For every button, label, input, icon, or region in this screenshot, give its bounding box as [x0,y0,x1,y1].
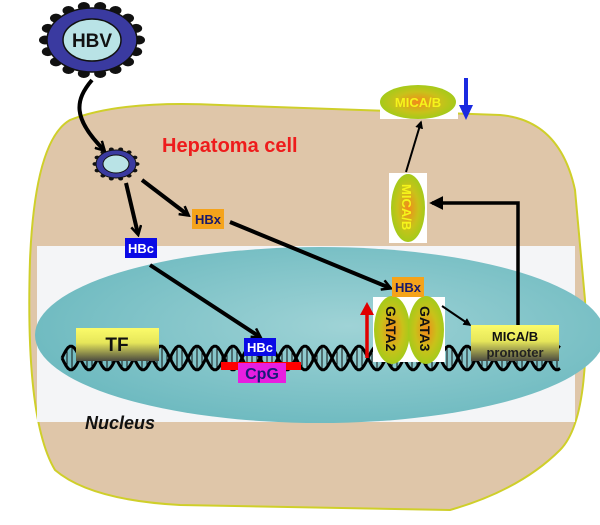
promoter-line1: MICA/B [492,329,538,344]
cpg-label: CpG [245,366,279,383]
hbv-virion [39,2,145,78]
mica-surface-oval [380,85,456,119]
cell-label: Hepatoma cell [162,135,298,157]
arrow-mica-to-surface [405,120,423,173]
upregulation-arrow-icon [360,302,374,358]
gata2-label: GATA2 [383,306,399,352]
arrow-hbc-to-cpg [148,263,260,337]
nucleus [35,247,600,423]
hbc-nuclear-box [244,338,276,356]
hbc-cytoplasm-box [125,238,157,258]
tf-box [76,328,159,361]
mica-promoter-box [471,325,559,361]
hbx-cytoplasm-label: HBx [195,212,222,227]
hbv-label: HBV [72,31,112,52]
hbc-cytoplasm-label: HBc [128,241,154,256]
arrow-gata-to-promoter [441,305,472,326]
gata2-oval [374,296,410,364]
tf-label: TF [105,335,128,356]
arrow-to-hbc [124,182,138,234]
arrow-to-hbx [140,178,188,215]
mica-surface-label: MICA/B [395,95,441,110]
hbx-cytoplasm-box [192,209,224,229]
gata3-oval [408,296,444,364]
hbc-nuclear-label: HBc [247,340,273,355]
arrow-promoter-to-mica [429,196,520,325]
entry-arrow [77,78,104,150]
hbx-nuclear-box [392,277,424,297]
hbx-nuclear-label: HBx [395,280,422,295]
arrow-hbx-to-nucleus [229,220,390,288]
gata3-label: GATA3 [417,306,433,352]
hbv-small-virion [92,147,140,181]
cpg-box [238,363,286,383]
mica-cytoplasm-oval [391,174,425,242]
mica-cytoplasm-label: MICA/B [399,184,414,230]
nucleus-label: Nucleus [85,413,155,433]
promoter-line2: promoter [486,345,543,360]
downregulation-arrow-icon [459,78,473,120]
